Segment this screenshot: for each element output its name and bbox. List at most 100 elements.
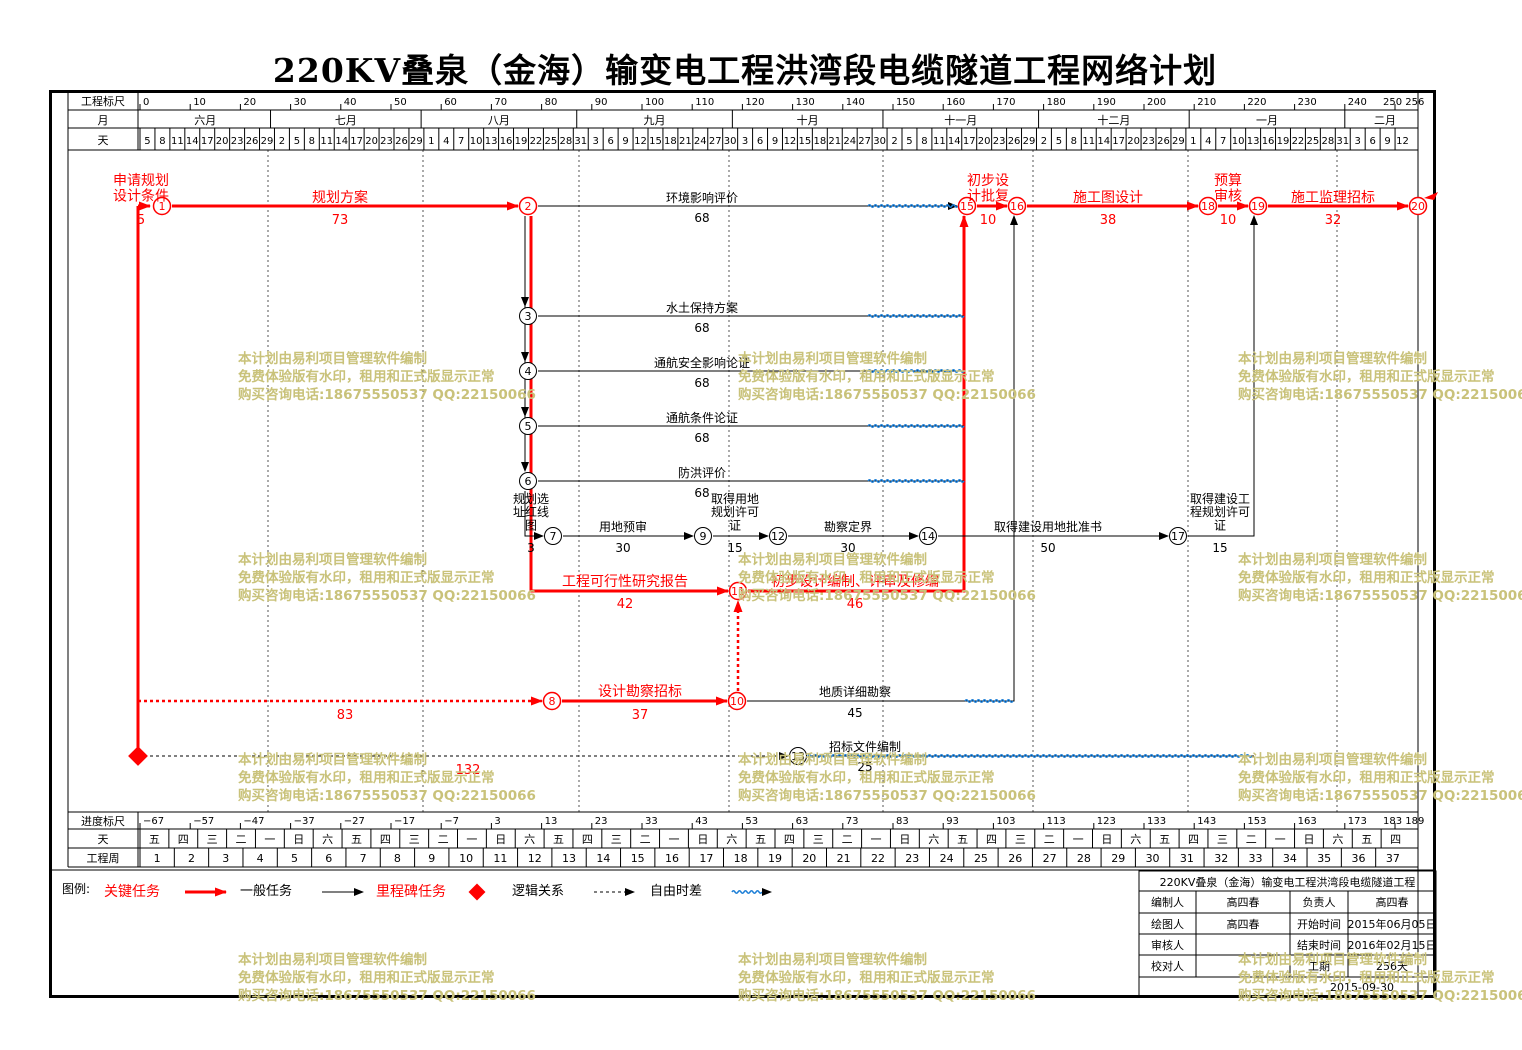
- ruler-tick-label: 0: [143, 97, 149, 108]
- day-label: 17: [201, 136, 214, 147]
- weekday-label: 六: [928, 833, 939, 846]
- watermark-line: 免费体验版有水印，租用和正式版显示正常: [1238, 570, 1495, 586]
- day-label: 5: [144, 136, 150, 147]
- weekday-label: 一: [264, 833, 275, 846]
- task-name-10-16: 地质详细勘察: [819, 684, 891, 699]
- day-label: 25: [545, 136, 558, 147]
- node-12: [769, 527, 787, 545]
- day-label: 21: [679, 136, 692, 147]
- day-label: 14: [335, 136, 348, 147]
- legend-critical-label: 关键任务: [104, 884, 160, 900]
- month-label: 十二月: [1097, 113, 1130, 127]
- watermark-line: 本计划由易利项目管理软件编制: [738, 952, 927, 968]
- ruler-tick-label: 30: [294, 97, 307, 108]
- watermark-line: 免费体验版有水印，租用和正式版显示正常: [238, 970, 495, 986]
- chart-frame: [49, 90, 1436, 998]
- ruler-row-label: 工程标尺: [81, 94, 125, 108]
- node-label-19: 19: [1251, 200, 1265, 213]
- node-16: [1007, 196, 1027, 216]
- legend-milestone-label: 里程碑任务: [376, 884, 446, 900]
- ruler-tick-label: 40: [344, 97, 357, 108]
- task-name-8-10: 设计勘察招标: [598, 683, 682, 700]
- day-label: 23: [1142, 136, 1155, 147]
- day-label: 19: [1277, 136, 1290, 147]
- day-label: 3: [742, 136, 748, 147]
- day-label: 3: [593, 136, 599, 147]
- watermark-line: 本计划由易利项目管理软件编制: [738, 351, 927, 367]
- month-label: 八月: [488, 114, 510, 127]
- watermark-line: 免费体验版有水印，租用和正式版显示正常: [738, 770, 995, 786]
- week-label: 3: [222, 852, 229, 865]
- node-17: [1169, 527, 1187, 545]
- legend-float-label: 自由时差: [650, 884, 702, 899]
- node-label-10: 10: [730, 695, 744, 708]
- day-label: 4: [443, 136, 449, 147]
- legend-float-wave: [731, 889, 763, 895]
- progress-tick-label: 53: [745, 816, 758, 827]
- day-label: 30: [724, 136, 737, 147]
- day-label: 29: [1023, 136, 1036, 147]
- ruler-tick-label: 140: [846, 97, 865, 108]
- task-duration-15-16: 10: [980, 213, 997, 228]
- node-20: [1408, 196, 1428, 216]
- task-name-9-12: 规划许可: [711, 504, 759, 519]
- watermark-line: 购买咨询电话:18675550537 QQ:22150066: [738, 588, 1036, 604]
- day-label: 6: [607, 136, 613, 147]
- weekday-label: 一: [466, 833, 477, 846]
- day-label: 11: [171, 136, 184, 147]
- watermark-line: 免费体验版有水印，租用和正式版显示正常: [238, 770, 495, 786]
- task-name-t3: 水土保持方案: [666, 300, 738, 315]
- day-label: 24: [694, 136, 707, 147]
- task-name-t6: 防洪评价: [678, 465, 726, 480]
- watermark-line: 购买咨询电话:18675550537 QQ:22150066: [238, 588, 536, 604]
- ruler-tick-label: 250 256: [1383, 97, 1424, 108]
- ruler-tick-label: 100: [645, 97, 664, 108]
- week-label: 11: [493, 852, 507, 865]
- week-label: 26: [1008, 852, 1022, 865]
- progress-tick-label: −27: [344, 816, 365, 827]
- info-cell: 工期: [1308, 960, 1330, 973]
- day-label: 31: [574, 136, 587, 147]
- float-wave-13: [807, 753, 1253, 759]
- watermark-block: 本计划由易利项目管理软件编制免费体验版有水印，租用和正式版显示正常购买咨询电话:…: [738, 551, 1036, 605]
- end-flag: [1424, 192, 1438, 200]
- weekday-label: 三: [409, 833, 420, 846]
- task-name-12-14: 勘察定界: [824, 519, 872, 534]
- watermark-line: 免费体验版有水印，租用和正式版显示正常: [738, 570, 995, 586]
- day-label: 5: [906, 136, 912, 147]
- ruler-tick-label: 130: [796, 97, 815, 108]
- task-name-15-16: 初步设: [967, 172, 1009, 189]
- week-label: 12: [528, 852, 542, 865]
- progress-tick-label: 133: [1147, 816, 1166, 827]
- day-label: 2: [891, 136, 897, 147]
- progress-tick-label: 163: [1298, 816, 1317, 827]
- progress-tick-label: 183 189: [1383, 816, 1424, 827]
- task-duration-t4: 68: [694, 376, 709, 390]
- day-label: 12: [634, 136, 647, 147]
- progress-tick-label: 173: [1348, 816, 1367, 827]
- task-duration-t3: 68: [694, 321, 709, 335]
- weekday-label: 日: [697, 833, 708, 846]
- node-11: [728, 581, 748, 601]
- node-label-15: 15: [960, 200, 974, 213]
- weekday-row-label: 天: [98, 833, 109, 846]
- progress-row-label: 进度标尺: [81, 814, 125, 828]
- day-label: 24: [843, 136, 856, 147]
- day-label: 9: [622, 136, 628, 147]
- day-label: 20: [365, 136, 378, 147]
- ruler-tick-label: 80: [545, 97, 558, 108]
- ruler-tick-label: 200: [1147, 97, 1166, 108]
- watermark-block: 本计划由易利项目管理软件编制免费体验版有水印，租用和正式版显示正常购买咨询电话:…: [238, 751, 536, 805]
- task-duration-2-15: 68: [694, 211, 709, 225]
- watermark-line: 免费体验版有水印，租用和正式版显示正常: [238, 570, 495, 586]
- weekday-label: 五: [1159, 833, 1170, 846]
- watermark-line: 本计划由易利项目管理软件编制: [738, 752, 927, 768]
- day-label: 23: [231, 136, 244, 147]
- week-label: 14: [596, 852, 610, 865]
- info-cell: 审核人: [1151, 938, 1184, 952]
- node-label-3: 3: [525, 310, 532, 323]
- critical-edge-2-11: [529, 216, 729, 596]
- day-label: 27: [858, 136, 871, 147]
- task-name-14-17: 取得建设用地批准书: [994, 519, 1102, 534]
